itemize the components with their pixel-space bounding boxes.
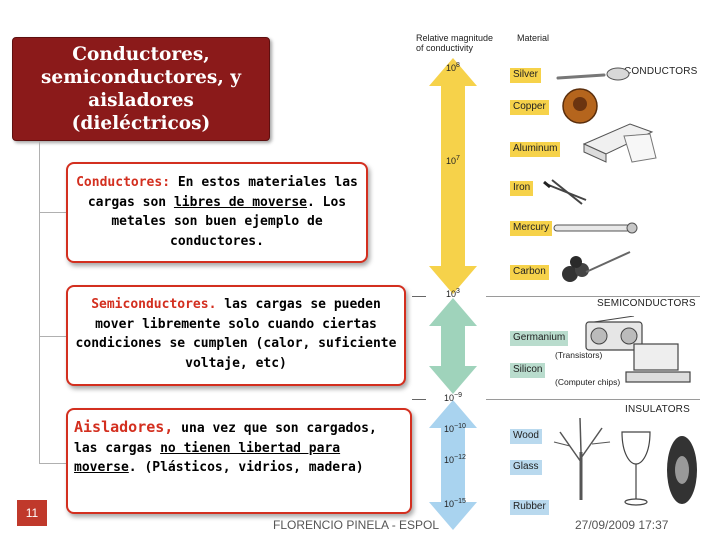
material-glass: Glass bbox=[510, 460, 542, 475]
thermometer-icon bbox=[553, 222, 638, 234]
insulators-text-1: una vez que son cargados, las cargas bbox=[74, 421, 377, 456]
divider-semiconductors-insulators bbox=[486, 399, 700, 400]
scale-tick-2 bbox=[412, 399, 426, 400]
figure-header-magnitude: Relative magnitude of conductivity bbox=[416, 33, 494, 53]
scale-label-3: 103 bbox=[446, 288, 460, 299]
scale-tick-1 bbox=[412, 296, 426, 297]
semiconductors-arrow bbox=[429, 298, 477, 394]
semiconductors-lead: Semiconductores. bbox=[91, 297, 217, 312]
nails-icon bbox=[543, 179, 587, 205]
note-computer-chips: (Computer chips) bbox=[555, 377, 621, 387]
tree-connector-vertical bbox=[39, 141, 40, 464]
scale-label-6: 10−12 bbox=[444, 454, 466, 465]
scale-label-7: 10−15 bbox=[444, 498, 466, 509]
conductors-card: Conductores: En estos materiales las car… bbox=[66, 162, 368, 263]
radio-icon bbox=[585, 316, 643, 351]
coal-shovel-icon bbox=[562, 251, 631, 282]
title-line-3: aisladores (dieléctricos) bbox=[71, 90, 211, 134]
tree-connector-branch-2 bbox=[39, 336, 66, 337]
category-insulators: INSULATORS bbox=[625, 404, 690, 415]
scale-label-4: 10−9 bbox=[444, 392, 462, 403]
divider-conductors-semiconductors bbox=[486, 296, 700, 297]
spoon-icon bbox=[556, 67, 630, 81]
footer-author: FLORENCIO PINELA - ESPOL bbox=[273, 518, 440, 532]
material-wood: Wood bbox=[510, 429, 542, 444]
tree-icon bbox=[553, 417, 611, 500]
wine-glass-icon bbox=[621, 431, 651, 506]
conductors-lead: Conductores: bbox=[76, 175, 171, 190]
material-copper: Copper bbox=[510, 100, 549, 115]
slide-title: Conductores, semiconductores, y aislador… bbox=[12, 37, 270, 141]
conductivity-scale-arrows bbox=[429, 58, 477, 530]
material-carbon: Carbon bbox=[510, 265, 549, 280]
material-germanium: Germanium bbox=[510, 331, 569, 346]
material-aluminum: Aluminum bbox=[510, 142, 561, 157]
category-conductors: CONDUCTORS bbox=[624, 66, 698, 77]
computer-icon bbox=[625, 343, 691, 383]
conductors-underlined: libres de moverse bbox=[173, 194, 307, 210]
insulators-card: Aisladores, una vez que son cargados, la… bbox=[66, 408, 412, 514]
scale-label-5: 10−10 bbox=[444, 423, 466, 434]
scale-label-1: 108 bbox=[446, 62, 460, 73]
aluminum-foil-icon bbox=[582, 123, 657, 163]
penny-icon bbox=[562, 88, 598, 124]
footer-date: 27/09/2009 17:37 bbox=[575, 518, 669, 532]
figure-header-material: Material bbox=[517, 33, 550, 43]
slide-number: 11 bbox=[17, 500, 47, 526]
conductors-text-2: . Los metales son buen ejemplo de conduc… bbox=[111, 194, 347, 249]
title-line-2: semiconductores, y bbox=[41, 67, 241, 88]
semiconductors-card: Semiconductores. las cargas se pueden mo… bbox=[66, 285, 406, 386]
tree-connector-branch-1 bbox=[39, 212, 66, 213]
semiconductors-text: las cargas se pueden mover libremente so… bbox=[75, 297, 397, 371]
material-rubber: Rubber bbox=[510, 500, 549, 515]
material-mercury: Mercury bbox=[510, 221, 553, 236]
material-iron: Iron bbox=[510, 181, 534, 196]
insulators-underlined: no tienen libertad para moverse bbox=[74, 440, 341, 476]
scale-label-2: 107 bbox=[446, 155, 460, 166]
insulators-lead: Aisladores, bbox=[74, 418, 174, 436]
conductors-text-1: En estos materiales las cargas son bbox=[87, 175, 358, 210]
note-transistors: (Transistors) bbox=[555, 350, 603, 360]
tree-connector-branch-3 bbox=[39, 463, 66, 464]
category-semiconductors: SEMICONDUCTORS bbox=[597, 298, 696, 309]
title-line-1: Conductores, bbox=[72, 44, 210, 65]
insulators-text-2: . (Plásticos, vidrios, madera) bbox=[128, 460, 364, 475]
conductors-arrow bbox=[429, 58, 477, 294]
tire-icon bbox=[667, 436, 697, 504]
material-silver: Silver bbox=[510, 68, 542, 83]
insulators-arrow bbox=[429, 400, 477, 530]
material-silicon: Silicon bbox=[510, 363, 546, 378]
